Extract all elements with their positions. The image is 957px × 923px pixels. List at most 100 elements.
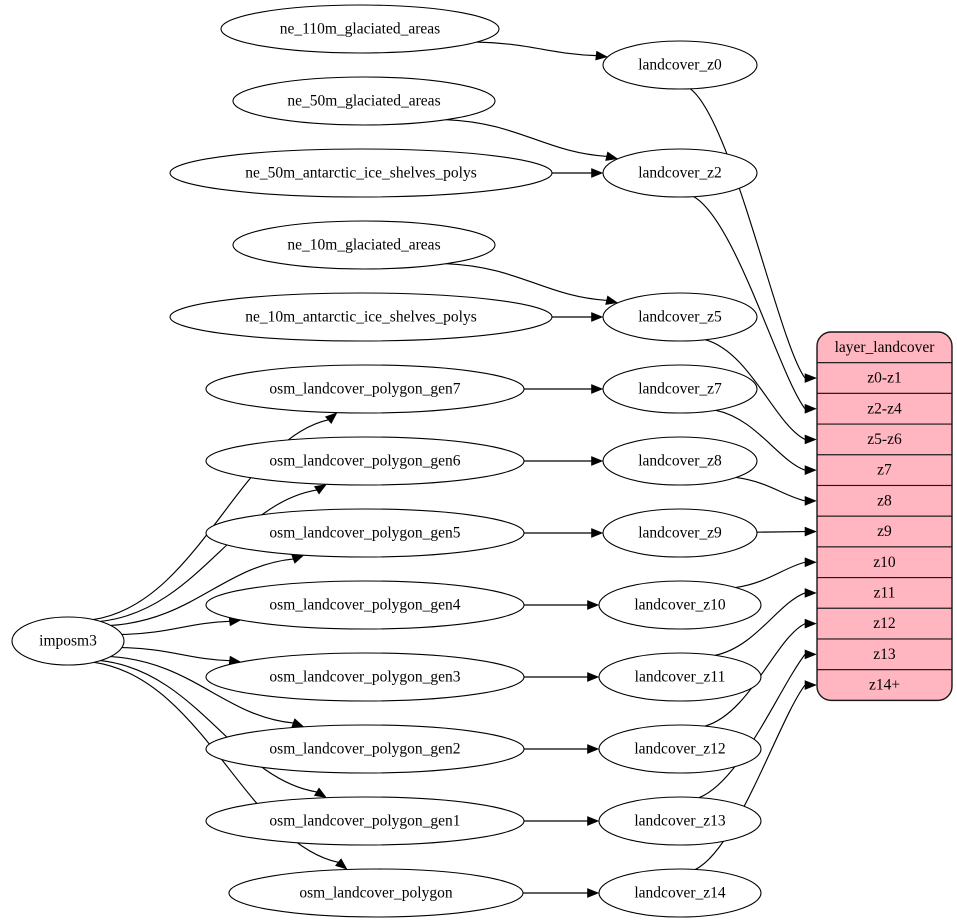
node-imposm3[interactable]: imposm3	[11, 616, 125, 666]
edge-arrowhead	[804, 465, 817, 475]
node-shape	[205, 508, 525, 558]
node-osm_landcover_polygon_gen5[interactable]: osm_landcover_polygon_gen5	[205, 508, 525, 558]
node-shape	[602, 292, 758, 342]
node-ne_10m_antarctic_ice_shelves_polys[interactable]: ne_10m_antarctic_ice_shelves_polys	[169, 292, 553, 342]
node-landcover_z8[interactable]: landcover_z8	[602, 436, 758, 486]
edge-imposm3-to-osm_landcover_polygon	[93, 661, 339, 864]
edge-landcover_z7-to-row-z7	[715, 409, 806, 471]
node-shape	[602, 148, 758, 198]
edge-arrowhead	[325, 412, 338, 424]
edge-arrowhead	[591, 528, 604, 538]
edge-imposm3-to-osm_landcover_polygon_gen1	[100, 660, 318, 793]
edge-arrowhead	[804, 434, 817, 445]
node-landcover_z0[interactable]: landcover_z0	[602, 40, 758, 90]
node-ne_50m_glaciated_areas[interactable]: ne_50m_glaciated_areas	[232, 76, 496, 126]
edge-landcover_z0-to-row-z0-z1	[689, 88, 806, 379]
node-osm_landcover_polygon_gen6[interactable]: osm_landcover_polygon_gen6	[205, 436, 525, 486]
node-shape	[205, 724, 525, 774]
edge-arrowhead	[587, 816, 600, 826]
edge-landcover_z13-to-row-z13	[698, 654, 806, 799]
table-row-cell	[817, 607, 952, 640]
node-shape	[205, 652, 525, 702]
edge-arrowhead	[291, 554, 305, 564]
edge-arrowhead	[595, 50, 608, 61]
node-osm_landcover_polygon_gen4[interactable]: osm_landcover_polygon_gen4	[205, 580, 525, 630]
edge-arrowhead	[587, 744, 600, 754]
table-header-cell	[817, 332, 952, 364]
edge-arrowhead	[804, 403, 817, 414]
table-row-cell	[817, 362, 952, 394]
edge-imposm3-to-osm_landcover_polygon_gen2	[110, 655, 294, 724]
node-shape	[232, 76, 496, 126]
node-ne_10m_glaciated_areas[interactable]: ne_10m_glaciated_areas	[232, 220, 496, 270]
layer-landcover-table: layer_landcoverz0-z1z2-z4z5-z6z7z8z9z10z…	[816, 331, 953, 702]
edge-imposm3-to-osm_landcover_polygon_gen5	[110, 558, 294, 627]
node-landcover_z12[interactable]: landcover_z12	[598, 724, 762, 774]
node-landcover_z10[interactable]: landcover_z10	[598, 580, 762, 630]
table-row-cell	[817, 669, 952, 701]
node-shape	[11, 616, 125, 666]
table-row-cell	[817, 392, 952, 425]
node-shape	[602, 364, 758, 414]
node-landcover_z2[interactable]: landcover_z2	[602, 148, 758, 198]
node-osm_landcover_polygon_gen7[interactable]: osm_landcover_polygon_gen7	[205, 364, 525, 414]
edge-arrowhead	[804, 373, 817, 383]
edge-arrowhead	[804, 588, 817, 598]
edge-ne_10m_glaciated_areas-to-landcover_z5	[446, 263, 608, 301]
edge-arrowhead	[591, 384, 604, 394]
edge-arrowhead	[804, 680, 817, 690]
edge-arrowhead	[591, 456, 604, 466]
edge-landcover_z2-to-row-z2-z4	[693, 196, 806, 410]
node-shape	[205, 580, 525, 630]
table-row-cell	[817, 577, 952, 609]
edge-arrowhead	[804, 649, 817, 660]
node-osm_landcover_polygon_gen2[interactable]: osm_landcover_polygon_gen2	[205, 724, 525, 774]
edge-arrowhead	[804, 618, 817, 629]
node-shape	[602, 436, 758, 486]
edge-arrowhead	[587, 888, 600, 898]
edge-imposm3-to-osm_landcover_polygon_gen4	[121, 620, 231, 636]
edge-arrowhead	[335, 858, 348, 870]
node-shape	[598, 652, 762, 702]
node-landcover_z9[interactable]: landcover_z9	[602, 508, 758, 558]
edge-arrowhead	[587, 672, 600, 682]
edge-arrowhead	[804, 526, 817, 537]
edge-arrowhead	[591, 312, 604, 322]
node-osm_landcover_polygon_gen1[interactable]: osm_landcover_polygon_gen1	[205, 796, 525, 846]
node-ne_50m_antarctic_ice_shelves_polys[interactable]: ne_50m_antarctic_ice_shelves_polys	[169, 148, 553, 198]
edge-landcover_z9-to-row-z9	[756, 530, 806, 533]
node-landcover_z14[interactable]: landcover_z14	[598, 868, 762, 918]
edge-ne_110m_glaciated_areas-to-landcover_z0	[476, 41, 597, 57]
table-row-cell	[817, 454, 952, 487]
node-shape	[598, 868, 762, 918]
table-row-cell	[817, 546, 952, 579]
node-landcover_z7[interactable]: landcover_z7	[602, 364, 758, 414]
table-row-cell	[817, 423, 952, 456]
edge-arrowhead	[605, 295, 619, 305]
node-osm_landcover_polygon_gen3[interactable]: osm_landcover_polygon_gen3	[205, 652, 525, 702]
edge-ne_50m_glaciated_areas-to-landcover_z2	[446, 119, 608, 157]
node-landcover_z13[interactable]: landcover_z13	[598, 796, 762, 846]
node-shape	[220, 4, 500, 54]
edge-arrowhead	[804, 496, 817, 506]
node-osm_landcover_polygon[interactable]: osm_landcover_polygon	[228, 868, 524, 918]
node-shape	[169, 148, 553, 198]
edge-imposm3-to-osm_landcover_polygon_gen6	[100, 489, 318, 622]
edge-arrowhead	[804, 557, 817, 568]
node-landcover_z5[interactable]: landcover_z5	[602, 292, 758, 342]
node-shape	[169, 292, 553, 342]
edge-landcover_z10-to-row-z10	[735, 561, 806, 589]
edge-arrowhead	[587, 600, 600, 610]
edge-arrowhead	[313, 484, 327, 495]
edge-landcover_z5-to-row-z5-z6	[705, 339, 806, 440]
node-landcover_z11[interactable]: landcover_z11	[598, 652, 762, 702]
edge-arrowhead	[605, 151, 619, 161]
edge-arrowhead	[591, 168, 604, 178]
node-shape	[598, 724, 762, 774]
node-shape	[602, 508, 758, 558]
node-ne_110m_glaciated_areas[interactable]: ne_110m_glaciated_areas	[220, 4, 500, 54]
edge-landcover_z11-to-row-z11	[714, 592, 806, 656]
table-row-cell	[817, 484, 952, 517]
